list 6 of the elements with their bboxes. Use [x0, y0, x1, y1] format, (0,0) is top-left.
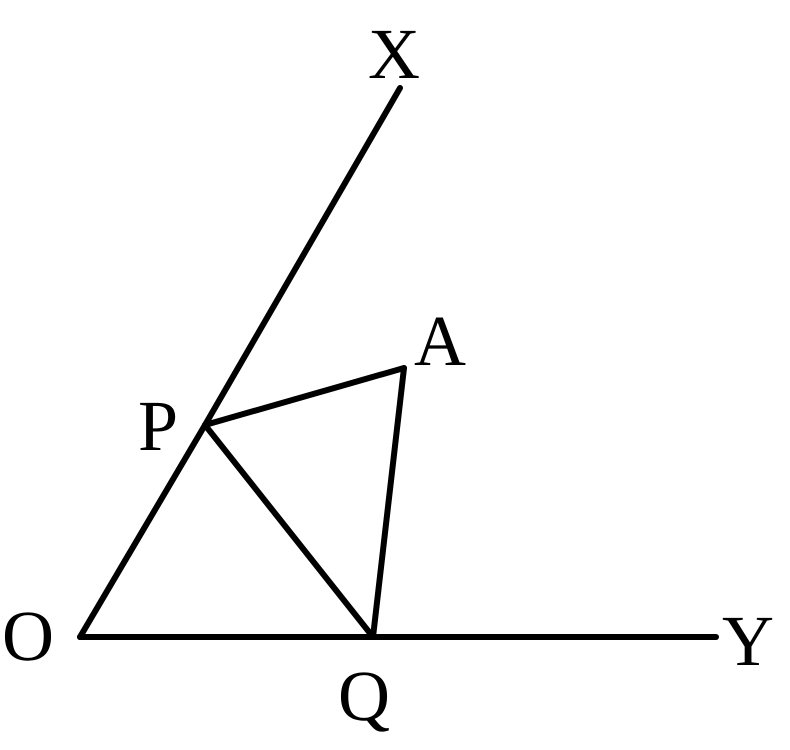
point-label: Q — [338, 660, 390, 732]
point-label: O — [2, 600, 54, 672]
point-label: A — [414, 305, 466, 377]
point-label: P — [138, 390, 178, 462]
point-label: X — [368, 18, 420, 90]
point-label: Y — [722, 605, 774, 677]
